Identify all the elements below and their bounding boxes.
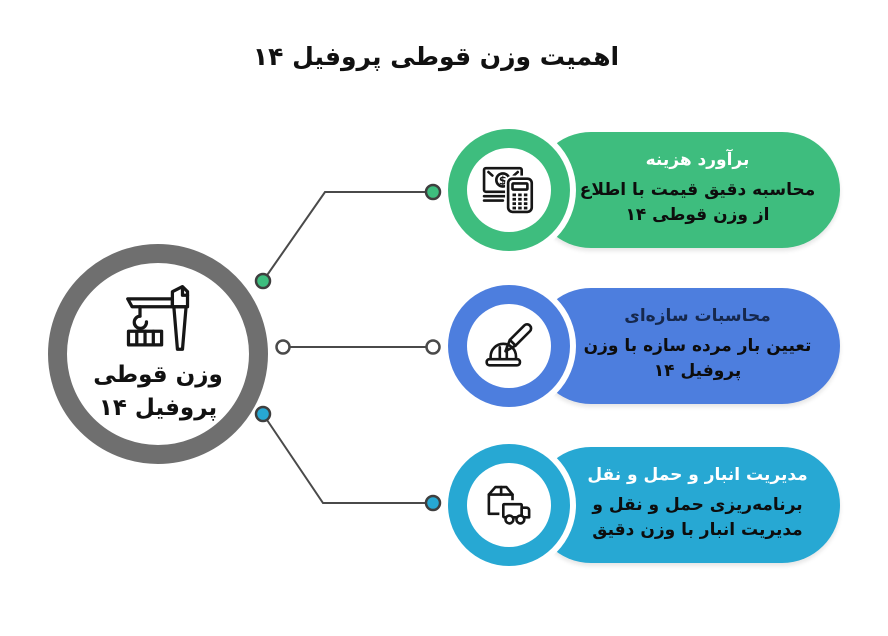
dot-hub-bottom xyxy=(254,405,272,423)
dot-hub-middle xyxy=(275,339,291,355)
connector-paths xyxy=(262,191,433,504)
connector-bottom xyxy=(262,413,433,504)
dot-hub-top xyxy=(254,272,272,290)
card-title: مدیریت انبار و حمل و نقل xyxy=(587,464,808,485)
svg-text:$: $ xyxy=(499,173,507,187)
card-icon-badge: $ xyxy=(448,129,570,251)
card-title: محاسبات سازه‌ای xyxy=(624,305,771,326)
card-structural-calculations: محاسبات سازه‌ای تعیین بار مرده سازه با و… xyxy=(448,285,840,407)
card-icon-badge xyxy=(448,285,570,407)
card-body: محاسبه دقیق قیمت با اطلاع از وزن قوطی ۱۴ xyxy=(580,178,816,229)
money-calculator-icon: $ xyxy=(467,148,551,232)
dot-card-top xyxy=(424,183,442,201)
card-logistics: مدیریت انبار و حمل و نقل برنامه‌ریزی حمل… xyxy=(448,444,840,566)
hub-label-line2: پروفیل ۱۴ xyxy=(98,395,218,421)
card-title: برآورد هزینه xyxy=(645,149,750,170)
card-pill: برآورد هزینه محاسبه دقیق قیمت با اطلاع ا… xyxy=(533,132,840,248)
hub-label-line1: وزن قوطی xyxy=(93,361,223,388)
card-body: برنامه‌ریزی حمل و نقل و مدیریت انبار با … xyxy=(592,493,802,544)
card-body-line2: پروفیل ۱۴ xyxy=(653,361,742,381)
page-title: اهمیت وزن قوطی پروفیل ۱۴ xyxy=(252,42,620,71)
dot-card-bottom xyxy=(424,494,442,512)
card-body: تعیین بار مرده سازه با وزن پروفیل ۱۴ xyxy=(584,334,812,385)
card-body-line1: محاسبه دقیق قیمت با اطلاع xyxy=(579,179,816,200)
connector-top xyxy=(262,191,433,282)
hub-circle: وزن قوطی پروفیل ۱۴ xyxy=(48,244,268,464)
dot-card-middle xyxy=(425,339,441,355)
card-pill: محاسبات سازه‌ای تعیین بار مرده سازه با و… xyxy=(533,288,840,404)
card-cost-estimation: برآورد هزینه محاسبه دقیق قیمت با اطلاع ا… xyxy=(448,129,840,251)
card-body-line2: مدیریت انبار با وزن دقیق xyxy=(592,520,803,540)
connector-dots xyxy=(254,183,442,512)
box-truck-icon xyxy=(467,463,551,547)
card-body-line1: برنامه‌ریزی حمل و نقل و xyxy=(592,494,803,515)
card-body-line2: از وزن قوطی ۱۴ xyxy=(625,205,770,225)
card-pill: مدیریت انبار و حمل و نقل برنامه‌ریزی حمل… xyxy=(533,447,840,563)
helmet-pencil-icon xyxy=(467,304,551,388)
card-body-line1: تعیین بار مرده سازه با وزن xyxy=(583,335,812,356)
card-icon-badge xyxy=(448,444,570,566)
hub-label: وزن قوطی پروفیل ۱۴ xyxy=(93,359,223,426)
crane-icon xyxy=(119,283,197,355)
